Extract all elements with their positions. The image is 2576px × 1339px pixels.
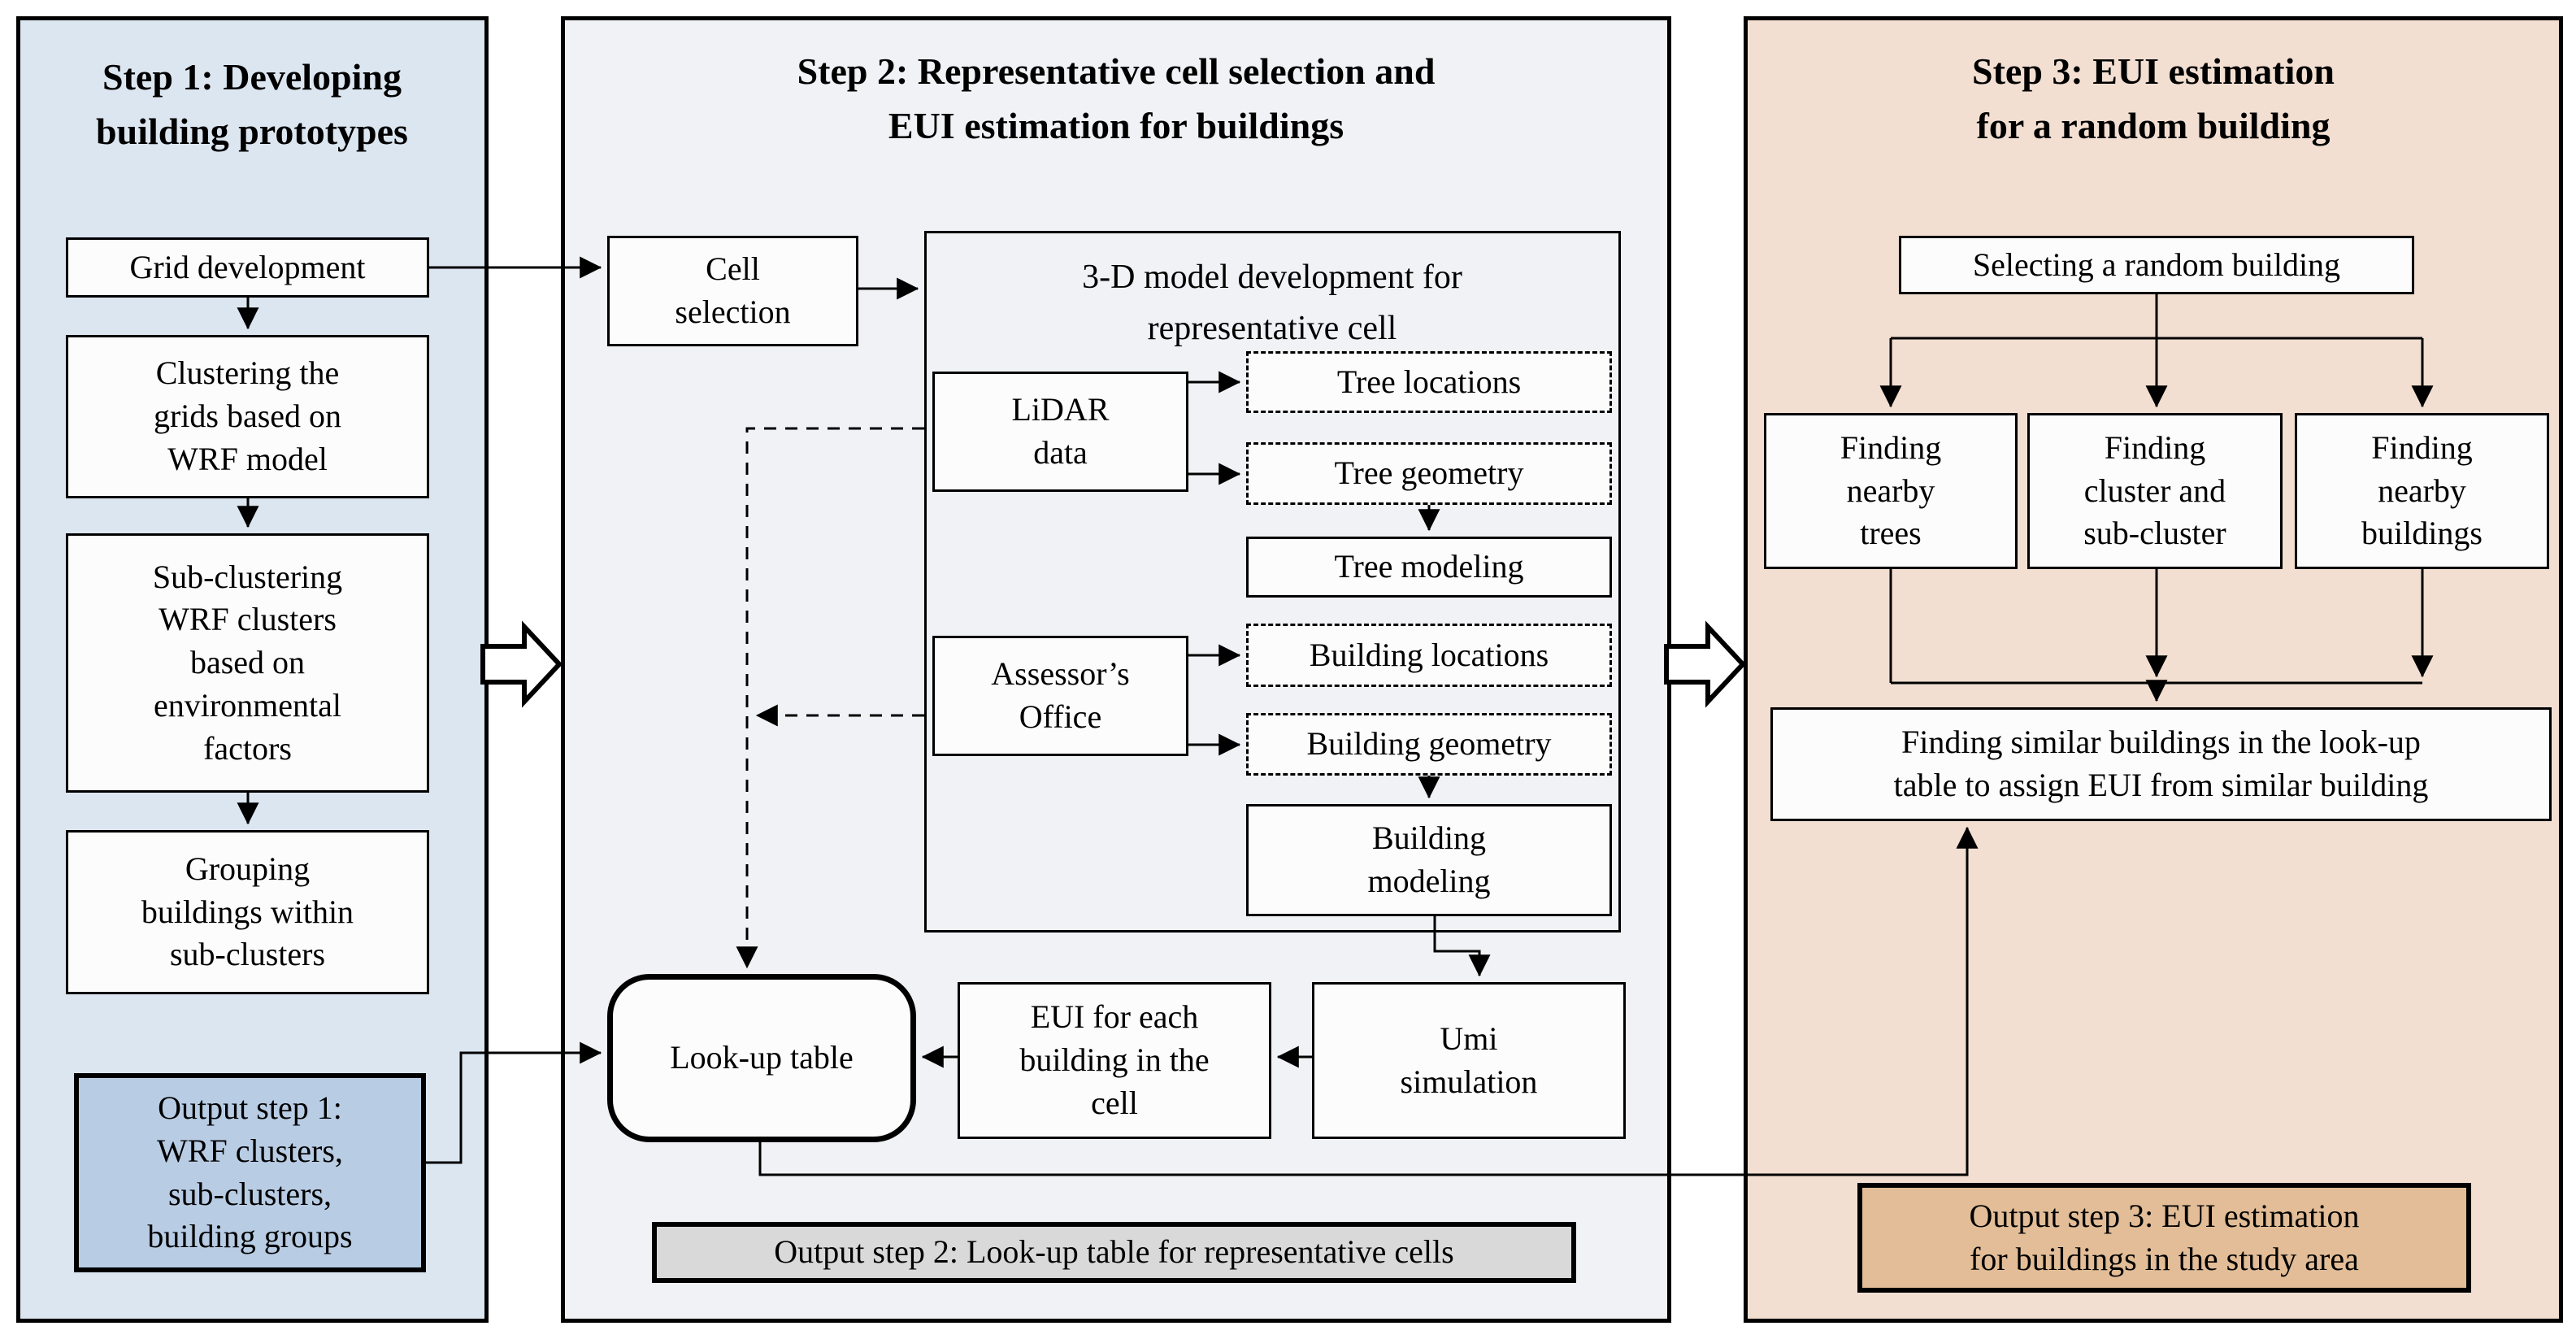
- node-finding-cluster: Finding cluster and sub-cluster: [2027, 413, 2283, 569]
- node-building-locations: Building locations: [1246, 624, 1612, 687]
- node-cell-selection: Cell selection: [607, 236, 858, 346]
- node-grid-development: Grid development: [66, 237, 429, 298]
- node-output-step1: Output step 1: WRF clusters, sub-cluster…: [74, 1073, 426, 1272]
- node-clustering-grids: Clustering the grids based on WRF model: [66, 335, 429, 498]
- node-building-modeling: Building modeling: [1246, 804, 1612, 916]
- node-finding-nearby-trees: Finding nearby trees: [1764, 413, 2018, 569]
- node-finding-nearby-buildings: Finding nearby buildings: [2295, 413, 2549, 569]
- node-assessors-office: Assessor’s Office: [932, 636, 1188, 756]
- step2-title: Step 2: Representative cell selection an…: [797, 50, 1436, 146]
- node-tree-geometry: Tree geometry: [1246, 442, 1612, 505]
- node-eui-each-building: EUI for each building in the cell: [958, 982, 1271, 1139]
- block-arrow-step1-to-step2: [480, 620, 563, 708]
- node-building-geometry: Building geometry: [1246, 713, 1612, 776]
- node-finding-similar-buildings: Finding similar buildings in the look-up…: [1770, 707, 2552, 821]
- node-sub-clustering: Sub-clustering WRF clusters based on env…: [66, 533, 429, 793]
- step3-title: Step 3: EUI estimation for a random buil…: [1972, 50, 2335, 146]
- step1-title: Step 1: Developing building prototypes: [96, 56, 408, 152]
- panel-step3: [1744, 16, 2563, 1323]
- node-lookup-table: Look-up table: [607, 974, 916, 1142]
- node-tree-locations: Tree locations: [1246, 351, 1612, 413]
- node-umi-simulation: Umi simulation: [1312, 982, 1626, 1139]
- block-arrow-step2-to-step3: [1664, 620, 1747, 708]
- node-tree-modeling: Tree modeling: [1246, 537, 1612, 598]
- node-lidar-data: LiDAR data: [932, 372, 1188, 492]
- node-selecting-random-building: Selecting a random building: [1899, 236, 2414, 294]
- node-output-step2: Output step 2: Look-up table for represe…: [652, 1222, 1576, 1283]
- node-grouping-buildings: Grouping buildings within sub-clusters: [66, 830, 429, 994]
- node-output-step3: Output step 3: EUI estimation for buildi…: [1857, 1183, 2471, 1293]
- group-3d-model-title: 3-D model development for representative…: [1082, 259, 1462, 347]
